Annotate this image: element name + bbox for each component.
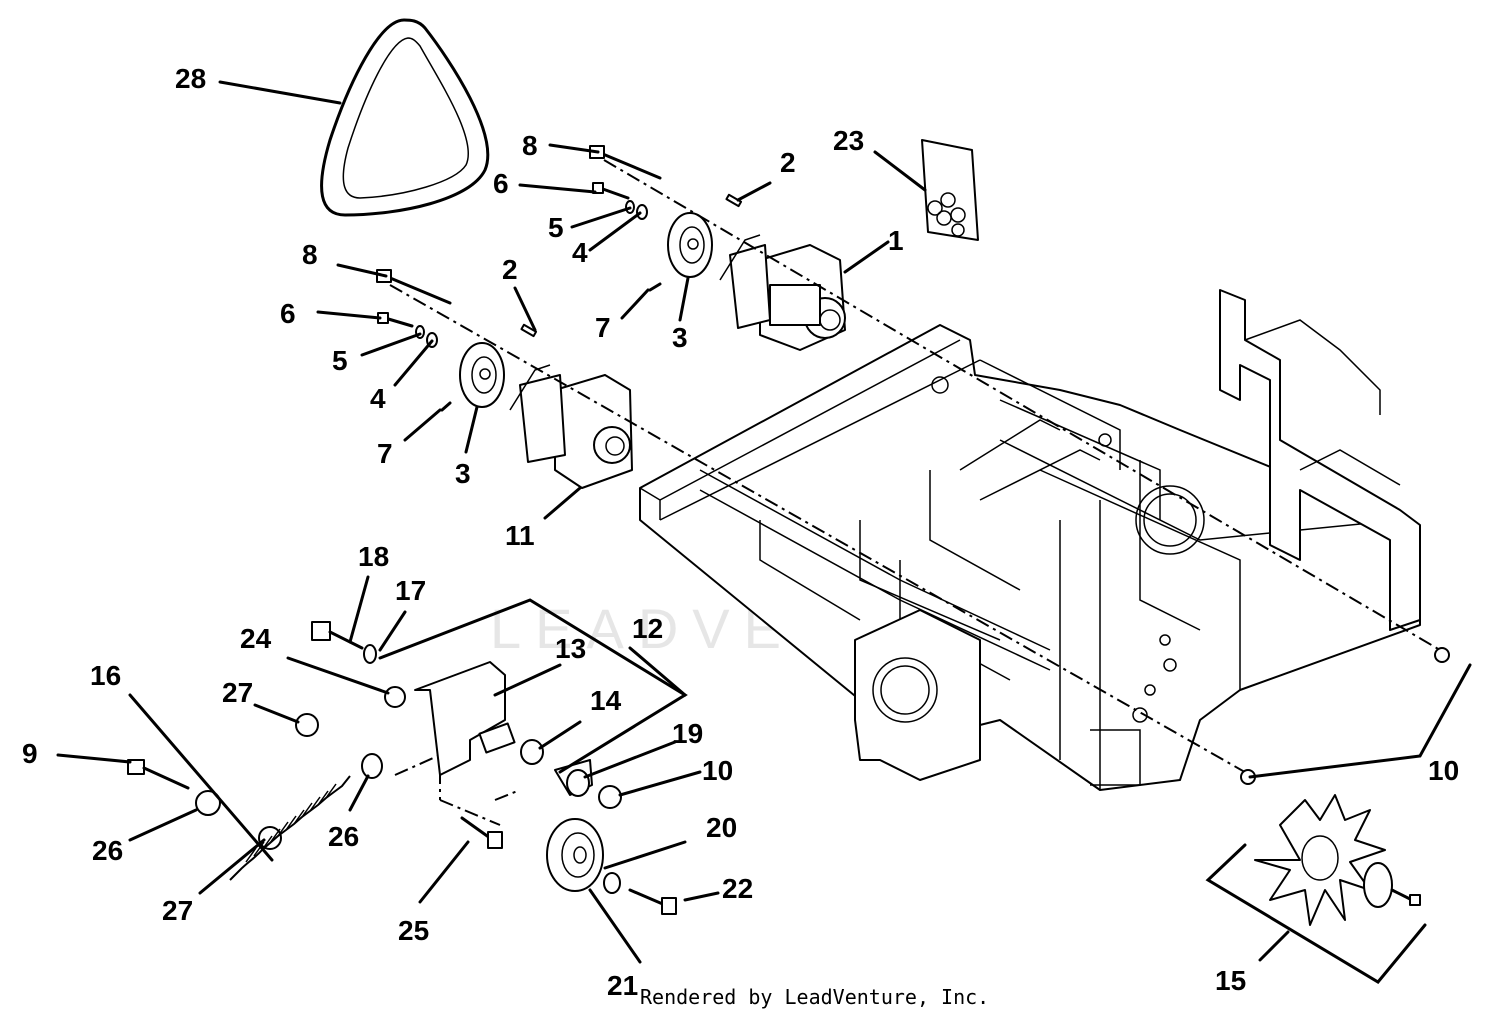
callout-22: 22 [722, 873, 753, 904]
callout-27: 27 [222, 677, 253, 708]
callout-26: 26 [92, 835, 123, 866]
upper-pulley [667, 212, 713, 278]
callout-9: 9 [22, 738, 38, 769]
callout-17: 17 [395, 575, 426, 606]
callout-1: 1 [888, 225, 904, 256]
callout-4: 4 [572, 237, 588, 268]
callout-12: 12 [632, 613, 663, 644]
upper-hydro-pump [719, 234, 846, 351]
callout-2: 2 [780, 147, 796, 178]
callout-16: 16 [90, 660, 121, 691]
callout-25: 25 [398, 915, 429, 946]
callout-11: 11 [505, 520, 535, 551]
callout-6: 6 [493, 168, 509, 199]
render-credit: Rendered by LeadVenture, Inc. [640, 985, 989, 1009]
callout-13: 13 [555, 633, 586, 664]
callout-10-right: 10 [1428, 755, 1459, 786]
callout-27-lower: 27 [162, 895, 193, 926]
callout-3-lower: 3 [455, 458, 471, 489]
leader-lines [56, 80, 1472, 984]
callout-14: 14 [590, 685, 622, 716]
callout-8: 8 [522, 130, 538, 161]
callout-6-lower: 6 [280, 298, 296, 329]
lower-hydro-pump [509, 364, 633, 489]
callout-24: 24 [240, 623, 272, 654]
decal [921, 139, 979, 241]
callout-19: 19 [672, 718, 703, 749]
callout-23: 23 [833, 125, 864, 156]
chassis-frame [639, 289, 1421, 791]
callout-10: 10 [702, 755, 733, 786]
callout-5: 5 [548, 212, 564, 243]
callout-15: 15 [1215, 965, 1246, 996]
callout-7-lower: 7 [377, 438, 393, 469]
callout-18: 18 [358, 541, 389, 572]
callout-5-lower: 5 [332, 345, 348, 376]
drive-belt [320, 18, 490, 217]
cooling-fan [1254, 794, 1421, 926]
callout-21: 21 [607, 970, 638, 1001]
callout-3: 3 [672, 322, 688, 353]
idler-bracket-assembly [127, 621, 677, 915]
callout-26-right: 26 [328, 821, 359, 852]
callout-28: 28 [175, 63, 206, 94]
callout-2-lower: 2 [502, 254, 518, 285]
callout-20: 20 [706, 812, 737, 843]
callout-4-lower: 4 [370, 383, 386, 414]
callout-7: 7 [595, 312, 611, 343]
callout-8-lower: 8 [302, 239, 318, 270]
lower-pulley [459, 342, 505, 408]
nut-10-upper [1434, 647, 1450, 663]
callout-labels: 28 8 2 23 6 5 4 1 7 3 8 2 6 5 4 7 3 11 1… [22, 63, 1459, 1001]
